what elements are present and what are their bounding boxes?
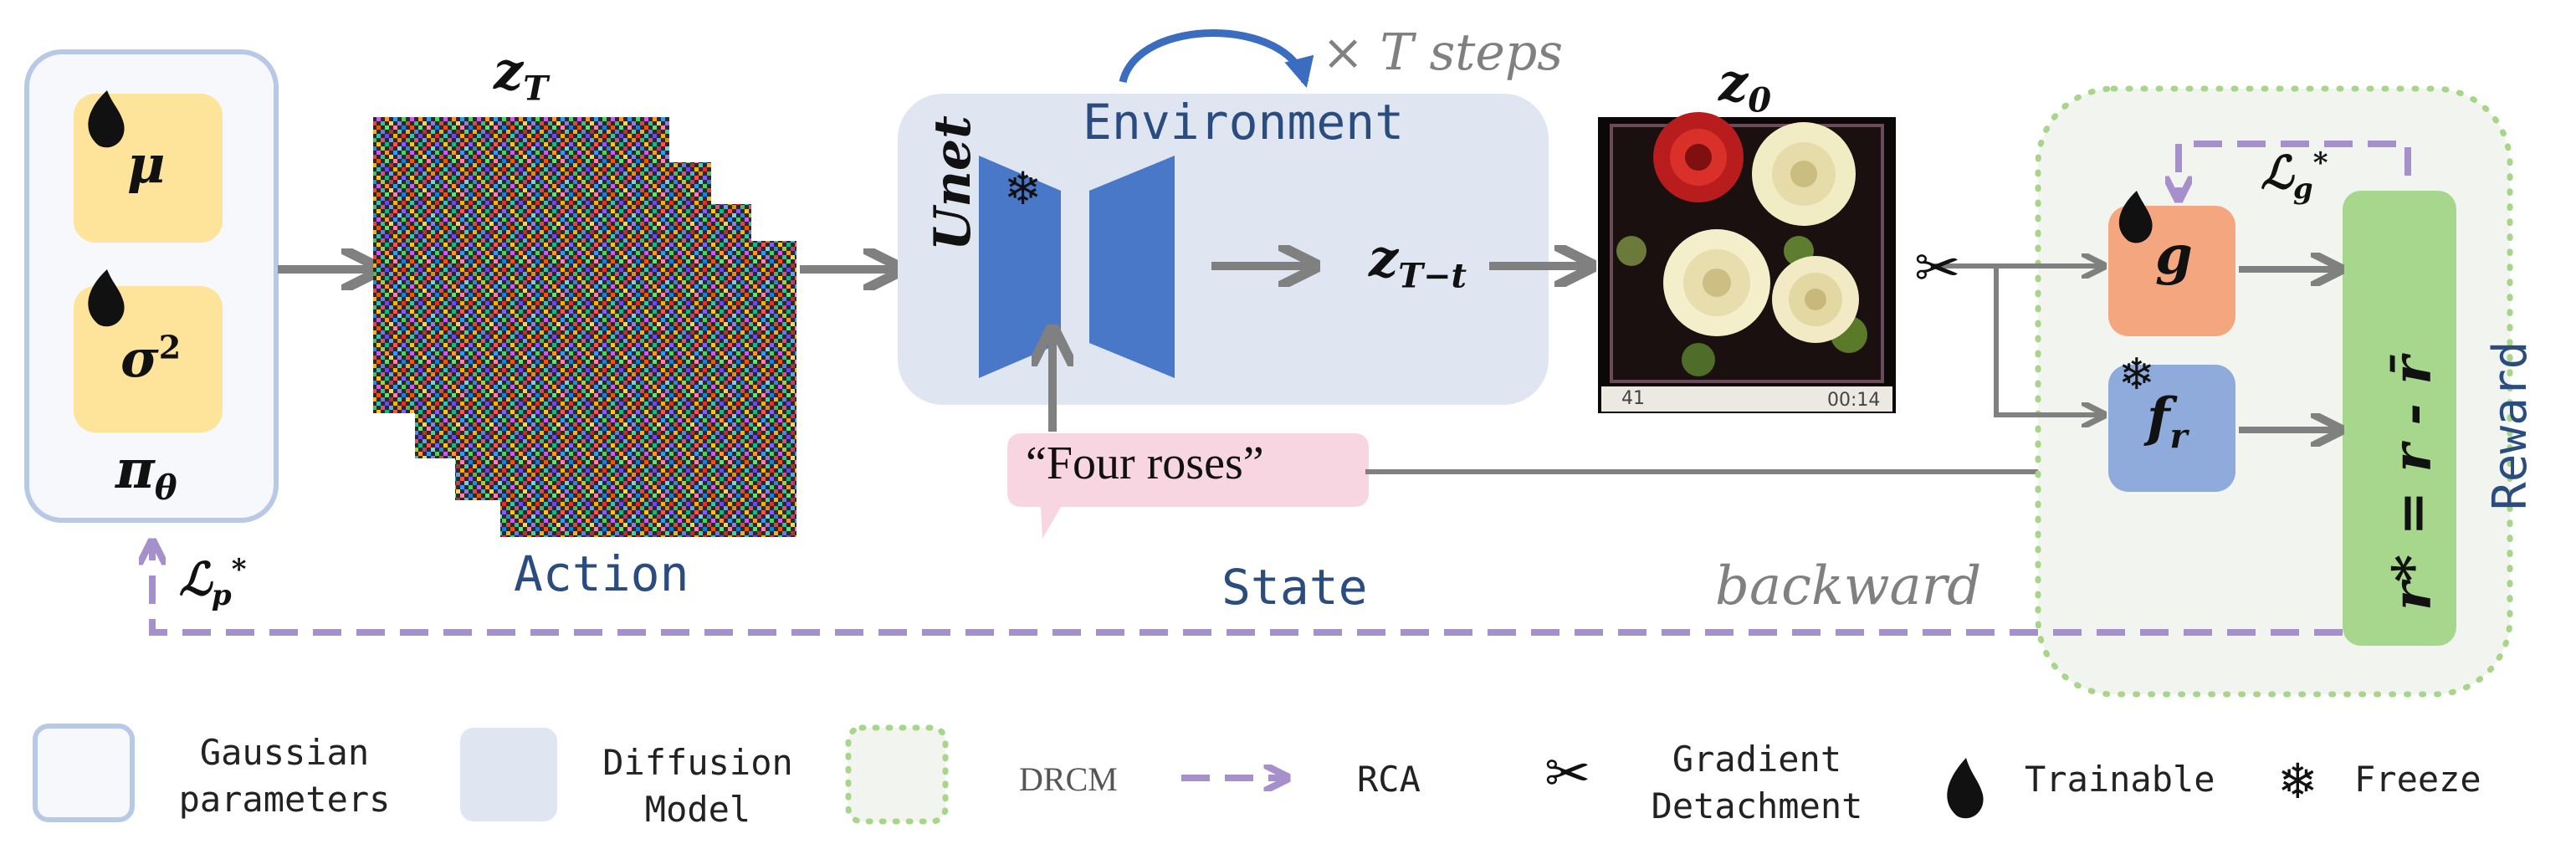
sigma-label: σ2 xyxy=(120,328,181,389)
z0-subscript: 0 xyxy=(1748,80,1772,120)
backward-dashed-arrow xyxy=(152,544,2343,636)
lg-label: ℒg* xyxy=(2261,146,2328,206)
unet-label: Unet xyxy=(924,115,982,251)
legend-gaussian-label: Gaussian parameters xyxy=(167,729,402,823)
legend-flame-icon xyxy=(1947,758,1984,819)
environment-label: Environment xyxy=(1083,94,1405,151)
legend-diffusion-label: Diffusion Model xyxy=(589,739,807,833)
legend-gaussian-swatch xyxy=(33,724,135,822)
zmid-symbol: z xyxy=(1369,228,1399,289)
lg-subscript: g xyxy=(2292,171,2313,206)
backward-label: backward xyxy=(1715,555,1982,617)
fr-subscript: r xyxy=(2169,416,2188,456)
z0-label: z0 xyxy=(1718,52,1771,120)
pi-subscript: θ xyxy=(154,468,177,508)
steps-label: × T steps xyxy=(1322,23,1564,82)
snowflake-icon-unet: ❄ xyxy=(1004,162,1042,215)
legend-gradient-line2: Detachment xyxy=(1651,785,1863,826)
unet-decoder xyxy=(1089,156,1175,378)
zt-label: zT xyxy=(494,40,548,108)
unet-encoder xyxy=(979,156,1061,378)
fr-label: fr xyxy=(2147,386,2188,456)
legend-drcm-label: DRCM xyxy=(1019,760,1118,798)
pi-theta-label: πθ xyxy=(115,438,177,508)
fr-symbol: f xyxy=(2147,386,2170,449)
zt-subscript: T xyxy=(523,69,548,109)
snowflake-icon-fr: ❄ xyxy=(2118,350,2155,400)
lg-dashed-arrow xyxy=(2179,141,2411,197)
lp-symbol: ℒ xyxy=(179,552,212,606)
prompt-text: “Four roses” xyxy=(1026,437,1264,489)
image-corner-left: 41 xyxy=(1621,388,1645,409)
legend-diffusion-swatch xyxy=(460,728,557,821)
z0-symbol: z xyxy=(1718,52,1749,113)
generated-rose-image xyxy=(1598,112,1896,413)
scissors-icon: ✂ xyxy=(1914,236,1961,300)
fr-box xyxy=(2108,365,2235,492)
reward-formula-box xyxy=(2343,191,2456,646)
loop-arrow xyxy=(1119,29,1314,88)
flame-icon-mu xyxy=(88,90,125,148)
g-label: g xyxy=(2155,224,2193,287)
legend-diffusion-line2: Model xyxy=(644,789,751,830)
flame-icon-g xyxy=(2118,191,2153,243)
legend-rca-label: RCA xyxy=(1357,759,1421,800)
lg-superscript: * xyxy=(2312,146,2328,180)
zmid-subscript: T−t xyxy=(1398,256,1467,296)
state-label: State xyxy=(1221,559,1368,616)
image-corner-right: 00:14 xyxy=(1827,390,1881,411)
legend-trainable-label: Trainable xyxy=(2025,759,2215,800)
action-label: Action xyxy=(514,545,689,602)
legend-diffusion-line1: Diffusion xyxy=(602,742,793,783)
legend-drcm-swatch xyxy=(845,724,949,825)
legend-freeze-label: Freeze xyxy=(2354,759,2481,800)
reward-formula: r* = r - r̄ xyxy=(2381,356,2444,611)
legend-snowflake-icon: ❄ xyxy=(2277,753,2318,810)
legend-gradient-label: Gradient Detachment xyxy=(1640,736,1874,830)
lp-label: ℒp* xyxy=(179,552,246,612)
flame-icon-sigma xyxy=(88,269,125,327)
prompt-bubble xyxy=(1007,433,1369,539)
noise-latent-stack xyxy=(373,117,796,537)
mu-label: μ xyxy=(127,134,166,195)
legend-gaussian-line1: Gaussian xyxy=(199,732,370,773)
sigma-symbol: σ xyxy=(120,328,159,389)
lg-symbol: ℒ xyxy=(2261,146,2293,199)
lp-subscript: p xyxy=(211,578,232,612)
reward-label: Reward xyxy=(2483,340,2538,510)
zmid-label: zT−t xyxy=(1369,228,1467,295)
legend-gradient-line1: Gradient xyxy=(1672,739,1842,780)
lp-superscript: * xyxy=(231,553,247,586)
legend-gaussian-line2: parameters xyxy=(178,779,391,820)
sigma-exponent: 2 xyxy=(158,328,182,366)
pi-symbol: π xyxy=(115,438,155,501)
zt-symbol: z xyxy=(494,40,524,101)
arrow-z0-fr xyxy=(1994,266,2102,415)
legend-scissors-icon: ✂ xyxy=(1544,741,1591,806)
